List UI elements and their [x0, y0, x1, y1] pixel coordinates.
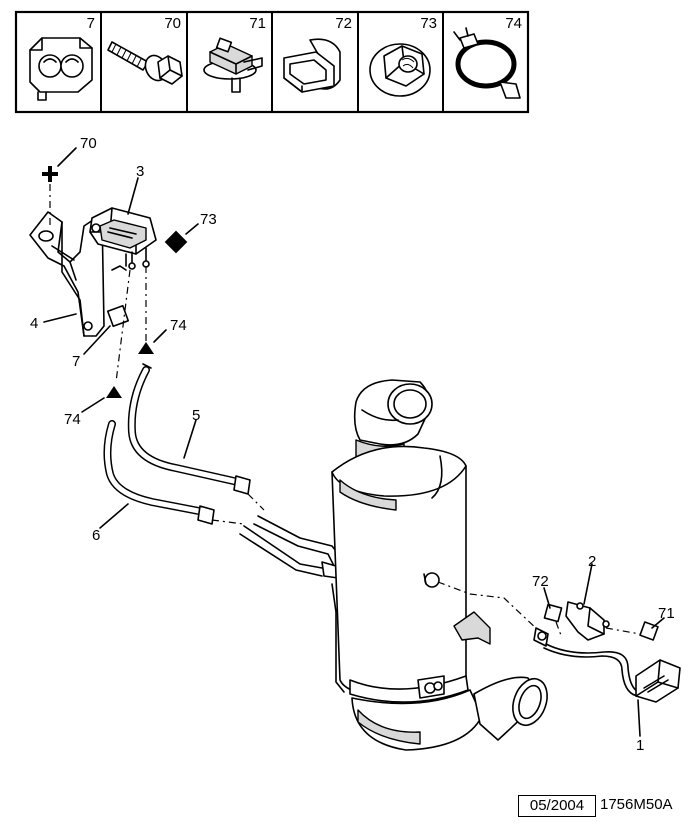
parts-legend: 7 70 71: [14, 10, 530, 114]
callout-4: 4: [30, 315, 38, 332]
footer-date: 05/2004: [518, 795, 596, 817]
callout-7: 7: [72, 353, 80, 370]
callout-1: 1: [636, 737, 644, 754]
hose-part-5[interactable]: [127, 363, 251, 495]
legend-cell-71[interactable]: 71: [203, 15, 266, 93]
seal-72-marker[interactable]: [543, 603, 563, 623]
nut-73-marker[interactable]: [164, 230, 188, 254]
callout-leaders: [43, 147, 665, 737]
callout-71: 71: [658, 605, 675, 622]
callout-70: 70: [80, 135, 97, 152]
flange-nut-icon: [369, 43, 431, 97]
hose-clip-block-icon: [29, 37, 93, 101]
footer-reference: 1756M50A: [600, 796, 673, 813]
callout-2: 2: [588, 553, 596, 570]
legend-ref-7: 7: [87, 15, 95, 32]
callout-74-upper: 74: [170, 317, 187, 334]
bolt-and-washer-icon: [107, 41, 183, 85]
callout-5: 5: [192, 407, 200, 424]
legend-ref-71: 71: [249, 15, 266, 32]
bolt-70-marker[interactable]: [42, 166, 58, 182]
clamp-74-marker-a[interactable]: [138, 342, 154, 354]
legend-cell-73[interactable]: 73: [369, 15, 437, 97]
callout-73: 73: [200, 211, 217, 228]
callout-6: 6: [92, 527, 100, 544]
legend-ref-73: 73: [420, 15, 437, 32]
legend-ref-72: 72: [335, 15, 352, 32]
hose-clamp-icon: [453, 27, 521, 99]
legend-ref-70: 70: [164, 15, 181, 32]
callout-72: 72: [532, 573, 549, 590]
legend-cell-74[interactable]: 74: [453, 15, 522, 99]
particulate-filter[interactable]: [331, 379, 553, 751]
metal-pipes: [211, 493, 353, 693]
pressure-sensor-part-3[interactable]: [89, 207, 157, 271]
legend-cell-72[interactable]: 72: [283, 15, 352, 93]
clamp-74-marker-b[interactable]: [106, 386, 122, 398]
temperature-sensor-part-1[interactable]: [533, 627, 681, 703]
hose-part-6[interactable]: [103, 420, 215, 525]
legend-cell-70[interactable]: 70: [107, 15, 183, 85]
cable-clip-icon: [203, 37, 263, 93]
sensor-bracket-part-2[interactable]: [565, 601, 610, 641]
callout-74-lower: 74: [64, 411, 81, 428]
legend-ref-74: 74: [505, 15, 522, 32]
callout-3: 3: [136, 163, 144, 180]
sensor-seal-icon: [283, 38, 341, 93]
legend-cell-7[interactable]: 7: [29, 15, 95, 101]
